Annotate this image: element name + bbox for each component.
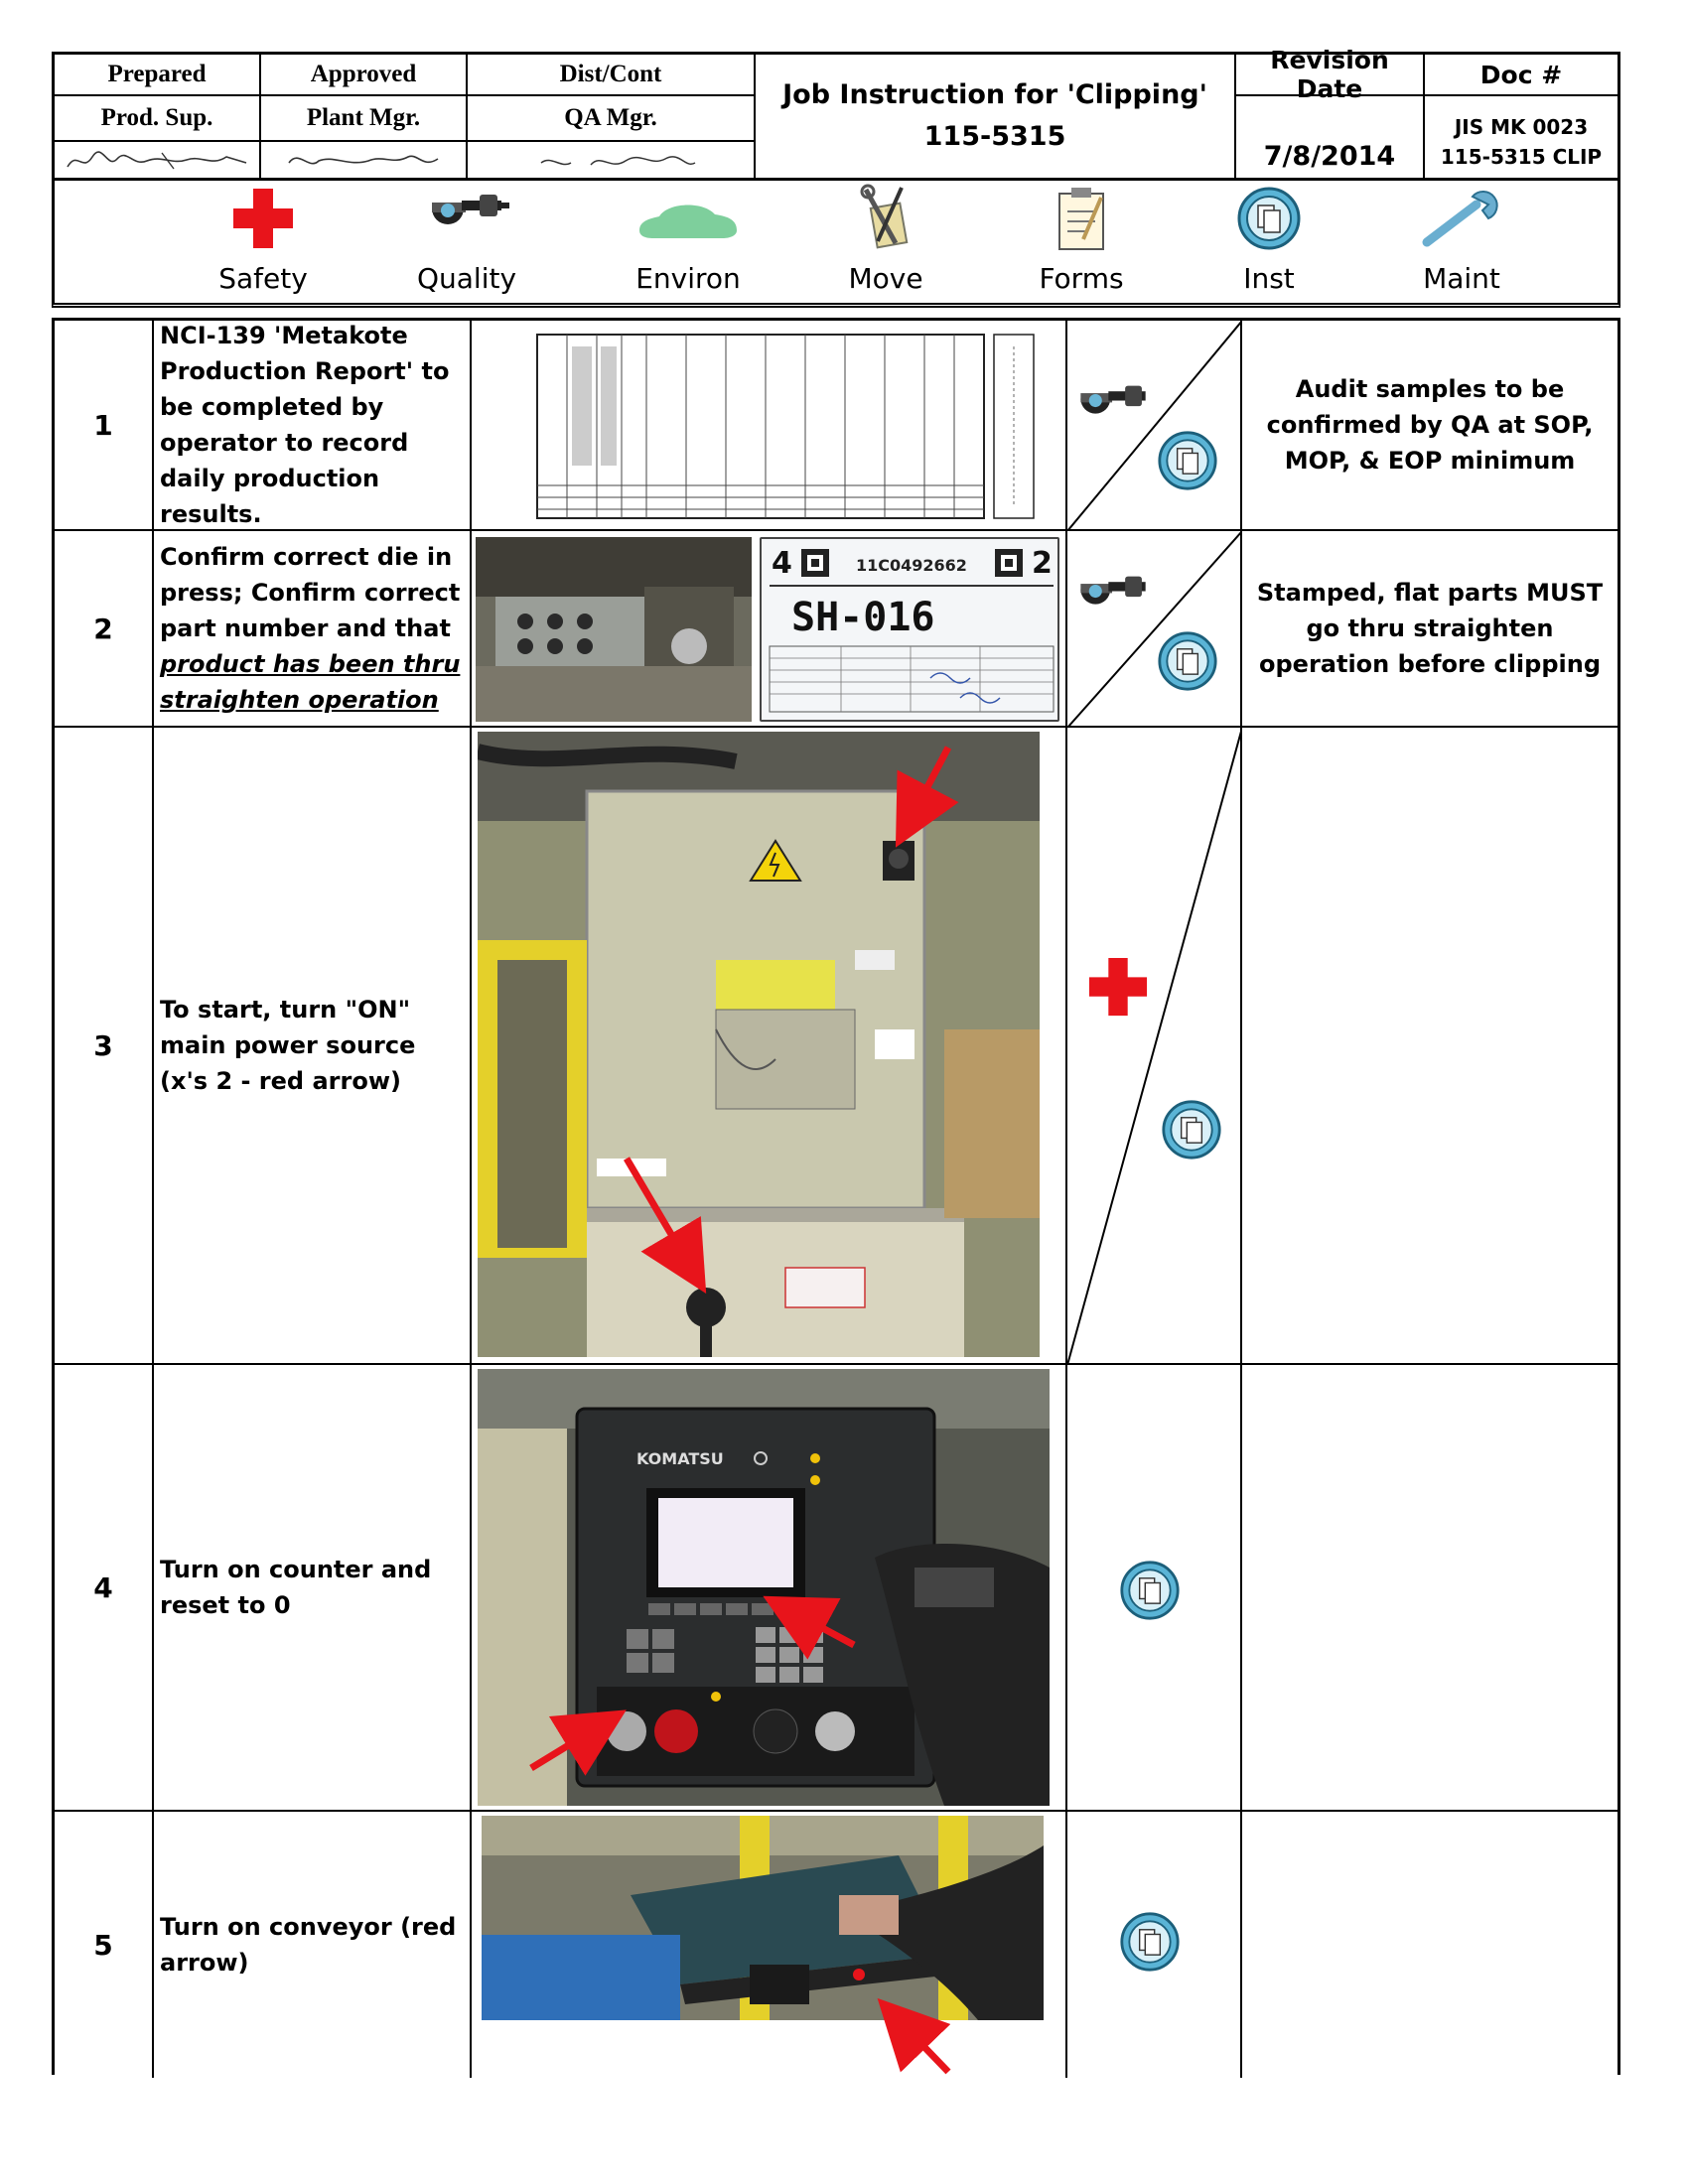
step-number: 2 (55, 531, 154, 726)
doc-number-line1: JIS MK 0023 (1454, 115, 1589, 139)
wrench-icon (1422, 191, 1498, 247)
step-note: Audit samples to be confirmed by QA at S… (1266, 375, 1594, 475)
komatsu-counter-photo: KOMATSU (478, 1369, 1050, 1806)
step-icon-cell (1067, 531, 1242, 728)
tools-icon (860, 184, 909, 249)
step-image-counter-panel: KOMATSU (472, 1365, 1067, 1810)
distcont-label: Dist/Cont (468, 55, 756, 96)
step-image-conveyor (472, 1812, 1067, 2078)
legend-forms: Forms (992, 181, 1171, 302)
step-icon-cell (1067, 1365, 1242, 1810)
steps-table: 1 NCI-139 'Metakote Production Report' t… (52, 318, 1620, 2078)
legend-label: Environ (635, 262, 741, 295)
step-number: 5 (55, 1812, 154, 2078)
legend-quality: Quality (377, 181, 556, 302)
legend-label: Quality (416, 262, 517, 295)
micrometer-icon (1080, 576, 1146, 605)
approved-signature (261, 142, 468, 180)
revision-date-label: Revision Date (1236, 46, 1425, 103)
distcont-signature (468, 142, 756, 180)
step-images-die-and-label: 4 11C0492662 2 SH-016 (472, 531, 1067, 726)
step-note (1242, 1365, 1618, 1810)
step-text: Turn on counter and reset to 0 (154, 1365, 472, 1810)
legend-label: Move (848, 262, 923, 295)
step-image-report-form (472, 321, 1067, 529)
green-car-icon (639, 205, 737, 238)
step-row-3: 3 To start, turn "ON" main power source … (55, 728, 1618, 1365)
conveyor-photo (482, 1816, 1044, 2020)
step-text-plain: Confirm correct die in press; Confirm co… (160, 543, 461, 642)
step-note (1242, 1812, 1618, 2078)
step-icon-cell (1067, 1812, 1242, 2078)
doc-number-label: Doc # (1425, 55, 1618, 96)
approved-label: Approved (261, 55, 468, 96)
step-icon-cell (1067, 728, 1242, 1365)
instruction-document-icon (1120, 1912, 1180, 1972)
title-line2: 115-5315 (923, 121, 1066, 152)
panel-brand: KOMATSU (636, 1449, 724, 1468)
legend-move: Move (796, 181, 975, 302)
step-number: 3 (55, 728, 154, 1363)
step-icon-cell (1067, 321, 1242, 531)
red-arrows (623, 746, 959, 1295)
step-text-emphasis: product has been thru straighten operati… (160, 650, 461, 714)
icon-legend: Safety Quality Environ Move Forms Inst M… (52, 181, 1620, 308)
document-header: Prepared Approved Dist/Cont Prod. Sup. P… (52, 46, 1620, 181)
document-title: Job Instruction for 'Clipping' 115-5315 (756, 55, 1236, 180)
prepared-signature (55, 142, 261, 180)
label-left-number: 4 (772, 546, 792, 581)
instruction-document-icon (1120, 1561, 1180, 1620)
legend-label: Safety (218, 262, 308, 295)
prepared-label: Prepared (55, 55, 261, 96)
step-text: Turn on conveyor (red arrow) (154, 1812, 472, 2078)
main-power-panel-photo (478, 732, 1040, 1357)
step-row-5: 5 Turn on conveyor (red arrow) (55, 1812, 1618, 2078)
part-label-card-photo: 4 11C0492662 2 SH-016 (760, 537, 1059, 722)
micrometer-icon (1080, 385, 1146, 414)
doc-number-value: JIS MK 0023 115-5315 CLIP (1425, 96, 1618, 180)
step-note: Stamped, flat parts MUST go thru straigh… (1256, 579, 1604, 678)
revision-date-value: 7/8/2014 (1236, 96, 1425, 180)
step-text: To start, turn "ON" main power source (x… (154, 728, 472, 1363)
legend-inst: Inst (1180, 181, 1358, 302)
step-text: Confirm correct die in press; Confirm co… (154, 531, 472, 726)
instruction-document-icon (1162, 1100, 1221, 1160)
label-part-number: SH-016 (791, 595, 935, 640)
step-image-power-panel (472, 728, 1067, 1363)
title-line1: Job Instruction for 'Clipping' (782, 79, 1207, 110)
approved-role: Plant Mgr. (261, 96, 468, 142)
step-note (1242, 728, 1618, 1363)
instruction-document-icon (1158, 431, 1217, 490)
step-row-4: 4 Turn on counter and reset to 0 KOMATSU (55, 1365, 1618, 1812)
legend-label: Inst (1243, 262, 1295, 295)
distcont-role: QA Mgr. (468, 96, 756, 142)
legend-safety: Safety (174, 181, 352, 302)
clipboard-icon (1058, 188, 1104, 250)
step-number: 1 (55, 321, 154, 529)
step-row-2: 2 Confirm correct die in press; Confirm … (55, 531, 1618, 728)
step-row-1: 1 NCI-139 'Metakote Production Report' t… (55, 321, 1618, 531)
instruction-document-icon (1158, 631, 1217, 691)
step-number: 4 (55, 1365, 154, 1810)
die-in-press-photo (476, 537, 752, 722)
red-cross-icon (1088, 957, 1148, 1017)
legend-label: Maint (1423, 262, 1500, 295)
red-cross-icon (233, 189, 293, 248)
red-arrows (529, 1595, 856, 1776)
label-right-number: 2 (1032, 546, 1053, 581)
production-report-form-image (478, 327, 1061, 525)
label-code: 11C0492662 (856, 556, 967, 575)
legend-environ: Environ (599, 181, 777, 302)
instruction-document-icon (1237, 187, 1301, 250)
step-text: NCI-139 'Metakote Production Report' to … (154, 321, 472, 529)
prepared-role: Prod. Sup. (55, 96, 261, 142)
doc-number-line2: 115-5315 CLIP (1440, 145, 1603, 169)
legend-maint: Maint (1372, 181, 1551, 302)
legend-label: Forms (1039, 262, 1124, 295)
red-arrows (877, 1997, 951, 2075)
micrometer-icon (432, 195, 509, 224)
